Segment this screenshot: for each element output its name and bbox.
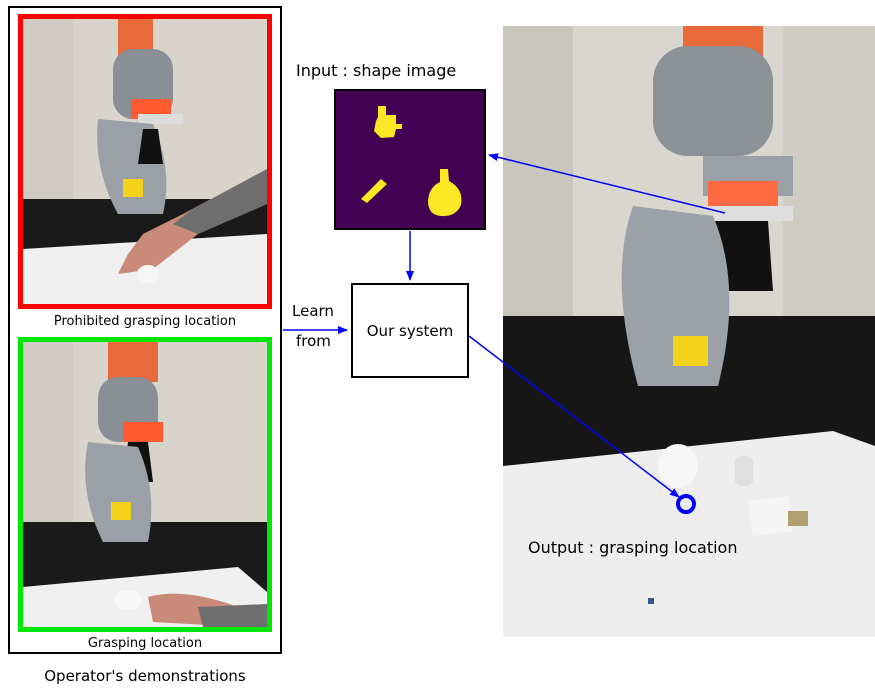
operators-demonstrations-label: Operator's demonstrations [44,667,246,685]
shape-blob-2 [361,179,387,203]
shape-blob-3 [428,169,462,217]
shape-blob-1 [374,106,402,138]
shape-image-canvas [361,106,462,217]
prohibited-scene [23,19,267,304]
our-system-box: Our system [351,283,469,378]
robot-scene [503,26,875,637]
our-system-label: Our system [366,321,454,340]
grasping-caption: Grasping location [87,636,203,651]
shape-image [334,89,486,230]
robot-scene-photo [503,26,875,637]
prohibited-caption: Prohibited grasping location [53,314,237,329]
input-label: Input : shape image [296,61,457,80]
operator-demonstrations-frame [8,6,282,654]
learn-label: Learn [292,302,334,320]
grasping-scene [23,342,267,627]
from-label: from [296,332,331,350]
grasping-photo [18,337,272,632]
output-label: Output : grasping location [528,538,738,557]
prohibited-grasping-photo [18,14,272,309]
